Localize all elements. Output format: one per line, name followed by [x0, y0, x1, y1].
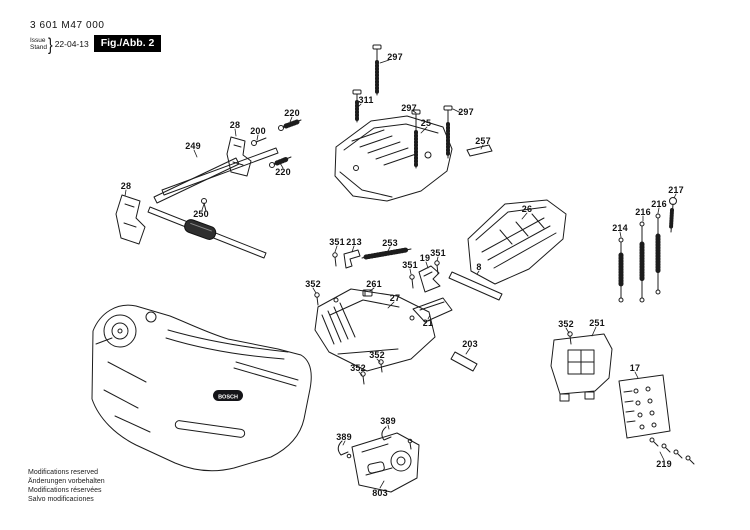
screw-351-b: [409, 274, 415, 289]
screw-297-a: [372, 44, 382, 96]
issue-stand: Issue Stand: [30, 37, 47, 51]
screw-352-b: [378, 359, 384, 373]
part-249-bar: [153, 157, 240, 204]
screw-352-d: [567, 331, 573, 345]
part-26-housing: [467, 199, 567, 285]
part-17-panel: [618, 374, 671, 439]
footer-line-de: Änderungen vorbehalten: [28, 478, 105, 485]
part-251-bracket: [550, 333, 613, 402]
part-25-cover: [334, 115, 453, 202]
footer-notes: Modifications reserved Änderungen vorbeh…: [28, 468, 105, 504]
part-257-strip: [466, 144, 493, 157]
screw-311: [352, 89, 362, 123]
screws-219: [649, 437, 695, 465]
brace-glyph: }: [48, 33, 53, 54]
saw-base: BOSCH: [91, 304, 312, 472]
bosch-logo: BOSCH: [213, 390, 243, 401]
spring-216-b: [655, 213, 661, 295]
issue-row: Issue Stand } 22-04-13 Fig./Abb. 2: [30, 33, 162, 54]
screw-352-c: [360, 371, 366, 385]
part-21-wedge: [412, 297, 453, 323]
issue-date: 22-04-13: [54, 38, 89, 49]
spring-214: [618, 237, 624, 303]
leader-lines: [124, 59, 677, 489]
spring-216-a: [639, 221, 645, 303]
part-19-bracket: [418, 265, 441, 293]
figure-label-box: Fig./Abb. 2: [93, 35, 162, 52]
part-803-assembly: [351, 432, 420, 493]
part-27-chute: [314, 288, 436, 372]
clamp-389-b: [381, 426, 392, 441]
part-number: 3 601 M47 000: [30, 20, 105, 31]
pin-220-b: [269, 156, 292, 168]
header: 3 601 M47 000 Issue Stand } 22-04-13 Fig…: [30, 20, 162, 54]
part-203-strip: [450, 351, 478, 372]
footer-line-en: Modifications reserved: [28, 469, 99, 476]
pin-220-a: [278, 119, 302, 131]
screw-297-b: [411, 109, 421, 169]
footer-line-fr: Modifications réservées: [28, 487, 102, 494]
part-28-bracket-top: [226, 136, 252, 177]
svg-text:BOSCH: BOSCH: [218, 395, 238, 401]
part-213-bracket: [343, 249, 361, 269]
footer-line-es: Salvo modificaciones: [28, 496, 94, 503]
roller: [184, 219, 217, 240]
slide-rails: [147, 147, 279, 259]
screw-352-a: [314, 292, 320, 306]
stand-label: Stand: [30, 43, 47, 51]
screw-200: [251, 137, 267, 146]
clip-217: [669, 197, 677, 233]
screw-250: [201, 198, 207, 212]
spring-253: [361, 247, 412, 260]
clamp-389-a: [337, 440, 352, 459]
part-28-bracket-left: [115, 194, 146, 245]
screw-351-a: [332, 252, 338, 267]
part-261-clip: [362, 289, 373, 297]
issue-label: Issue: [30, 36, 46, 44]
part-8-strip: [448, 271, 503, 301]
